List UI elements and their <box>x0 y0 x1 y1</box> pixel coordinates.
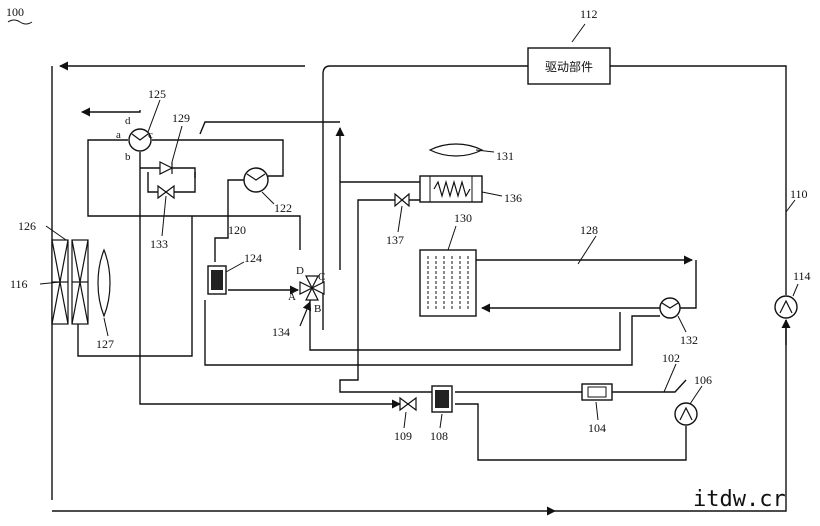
port-a: a <box>116 129 121 141</box>
label-131: 131 <box>496 149 514 163</box>
label-127: 127 <box>96 337 114 351</box>
leader-lines <box>7 19 799 429</box>
label-108: 108 <box>430 429 448 443</box>
pipe-right-up <box>610 65 787 295</box>
pump-114 <box>774 295 798 319</box>
pipe-drive-left <box>322 65 528 330</box>
pipe-left-return <box>204 300 660 366</box>
label-106: 106 <box>694 373 712 387</box>
label-110: 110 <box>790 187 808 201</box>
expansion-valve-133 <box>157 184 175 200</box>
label-130: 130 <box>454 211 472 225</box>
pipe-inner-bottom <box>77 216 193 357</box>
fan-127-icon <box>97 248 111 318</box>
label-128: 128 <box>580 223 598 237</box>
label-125: 125 <box>148 87 166 101</box>
port-D: D <box>296 265 304 277</box>
label-137: 137 <box>386 233 404 247</box>
heater-136 <box>419 175 483 203</box>
plate-exchanger-108 <box>431 385 453 413</box>
label-133: 133 <box>150 237 168 251</box>
pipe-b-to-low <box>139 380 401 409</box>
fan-131-icon <box>428 143 484 157</box>
plate-exchanger-124 <box>207 265 227 295</box>
label-136: 136 <box>504 191 522 205</box>
three-way-valve-134 <box>299 275 325 301</box>
figure-number: 100 <box>6 5 24 19</box>
label-109: 109 <box>394 429 412 443</box>
check-valve-129 <box>159 161 174 175</box>
port-C: C <box>318 271 325 283</box>
expansion-valve-109 <box>399 396 417 412</box>
port-d: d <box>125 115 131 127</box>
expansion-valve-137 <box>394 192 410 208</box>
pump-106 <box>674 402 698 426</box>
pipe-129-right <box>172 167 196 178</box>
label-122: 122 <box>274 201 292 215</box>
port-c: c <box>148 129 153 141</box>
battery-plate-130 <box>419 249 477 317</box>
label-112: 112 <box>580 7 598 21</box>
port-B: B <box>314 303 321 315</box>
drive-unit-label: 驱动部件 <box>545 59 593 74</box>
pipe-bottom-right <box>555 320 787 512</box>
pipe-a-left <box>87 139 301 250</box>
label-120: 120 <box>228 223 246 237</box>
pipe-132-right <box>680 260 697 309</box>
pipe-104-right <box>612 379 687 393</box>
motor-104 <box>581 383 613 401</box>
label-114: 114 <box>793 269 811 283</box>
pipe-108-down <box>455 403 687 461</box>
pipe-return-top <box>199 121 340 135</box>
label-102: 102 <box>662 351 680 365</box>
pipe-c-right <box>152 139 284 177</box>
condenser-126 <box>71 239 89 325</box>
port-b: b <box>125 151 131 163</box>
pump-122 <box>243 167 269 193</box>
label-134: 134 <box>272 325 290 339</box>
label-124: 124 <box>244 251 262 265</box>
pump-132 <box>659 297 681 319</box>
port-A: A <box>288 291 296 303</box>
drive-unit-box <box>527 47 611 85</box>
pipe-122-loop <box>214 179 244 262</box>
label-129: 129 <box>172 111 190 125</box>
valve-134-pointer <box>299 301 312 327</box>
label-126: 126 <box>18 219 36 233</box>
pipe-137 <box>339 199 440 393</box>
label-116: 116 <box>10 277 28 291</box>
pipe-d-top <box>81 107 141 117</box>
label-104: 104 <box>588 421 606 435</box>
four-way-valve-125 <box>128 128 152 152</box>
label-132: 132 <box>680 333 698 347</box>
pipe-134-down <box>309 300 621 351</box>
pipe-network <box>51 61 791 516</box>
watermark: itdw.cr <box>693 487 786 512</box>
